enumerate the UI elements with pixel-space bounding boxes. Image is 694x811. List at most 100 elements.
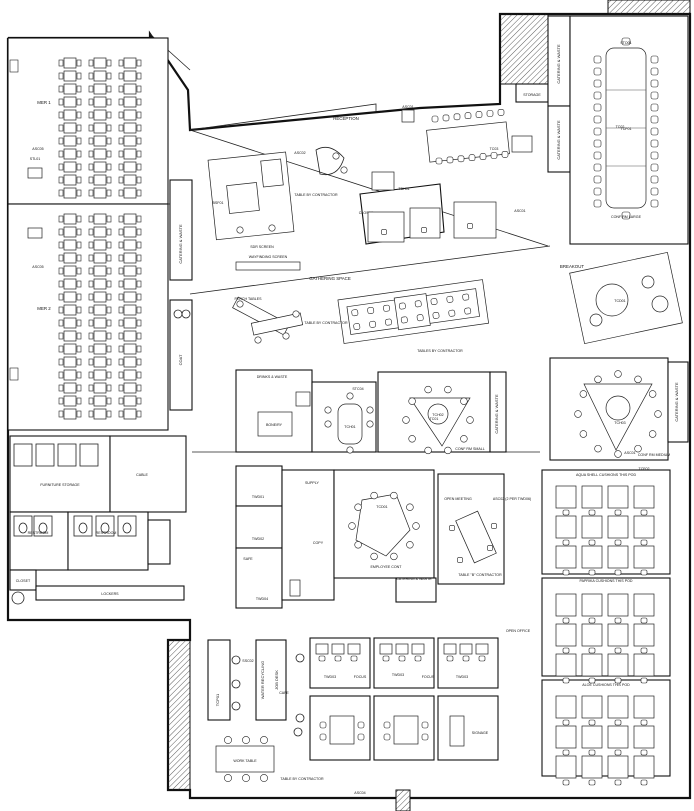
drinks-waste-label: DRINKS & WASTE bbox=[257, 375, 288, 379]
tch03-code: TCH03 bbox=[614, 421, 625, 425]
gathering-space: GATHERING SPACE TABLES BY CONTRACTOR PER… bbox=[232, 276, 489, 353]
open-meeting-label: OPEN MEETING bbox=[444, 497, 472, 501]
twd03-code-2: TWD03 bbox=[392, 673, 404, 677]
mer1-label: MER 1 bbox=[37, 100, 51, 105]
table-b-note: TABLE "B" CONTRACTOR bbox=[458, 573, 502, 577]
conf-small-label: CONF RM SMALL bbox=[455, 447, 485, 451]
restroom1-label: RESTROOM bbox=[28, 531, 49, 535]
twd04-code: TWD04 bbox=[256, 597, 268, 601]
signage-label: SIGNAGE bbox=[472, 731, 489, 735]
perch-table-note: TABLE BY CONTRACTOR bbox=[304, 321, 348, 325]
asc01-code-top: ASC01 bbox=[402, 105, 413, 109]
aloe-note: ALOE CUSHIONS THIS POD bbox=[582, 683, 630, 687]
conf-large-label: CONF RM LARGE bbox=[611, 215, 642, 219]
stc04-code: STC04 bbox=[352, 387, 363, 391]
twd02-code: TWD02 bbox=[252, 537, 264, 541]
tables-contractor-note: TABLES BY CONTRACTOR bbox=[417, 349, 463, 353]
left-corridor: CATERING & WASTE COAT bbox=[169, 179, 193, 411]
employee-label: EMPLOYEE CONT bbox=[371, 565, 403, 569]
open-meeting: OPEN MEETING TABLE "B" CONTRACTOR bbox=[437, 473, 505, 585]
mer1-desk bbox=[27, 167, 43, 179]
ssc02-code-1: SSC02 bbox=[242, 659, 253, 663]
lockers-label: LOCKERS bbox=[101, 592, 119, 596]
work-table-note: TABLE BY CONTRACTOR bbox=[280, 777, 324, 781]
column-hatch-top bbox=[499, 13, 549, 85]
catering-waste-right-label: CATERING & WASTE bbox=[674, 382, 679, 422]
job-desk-label: JOB DESK bbox=[274, 670, 279, 690]
asc01-code-2: ASC01 bbox=[514, 209, 525, 213]
sto01-code: STO01 bbox=[620, 41, 631, 45]
code-tags: STO01 STC04 ASC01 ASC01 TC01 TC02 TCF02 bbox=[352, 41, 649, 471]
lower-left-core: FURNITURE STORAGE CABLE RESTROOM RESTROO… bbox=[9, 435, 187, 605]
storage-label: STORAGE bbox=[523, 93, 541, 97]
asc02-code-reception: ASC02 bbox=[294, 151, 305, 155]
catering-waste-top-label: CATERING & WASTE bbox=[556, 44, 561, 84]
roof-hatch bbox=[607, 0, 691, 15]
closet-bottom-label: CLOSET bbox=[16, 579, 31, 583]
bonevery-area: DRINKS & WASTE BONE/RY bbox=[235, 369, 313, 453]
mer2-label: MER 2 bbox=[37, 306, 51, 311]
wayfinding-label: WAYFINDING SCREEN bbox=[249, 255, 288, 259]
focus-label-2: FOCUS bbox=[422, 675, 435, 679]
stl01-code: STL01 bbox=[30, 157, 41, 161]
support-rooms: TWD01 TWD02 SAFE TWD04 SUPPLY COPY bbox=[235, 465, 335, 609]
conf-room-medium: TCH03 CATERING & WASTE CONF RM MEDIUM bbox=[549, 357, 689, 461]
asc01-code-3: ASC01 bbox=[624, 451, 635, 455]
coat-label: COAT bbox=[178, 354, 183, 365]
tc01-code: TC01 bbox=[430, 417, 439, 421]
open-office-pods: OPEN OFFICE ASC02 (2 PER TWD06) AQUA SHE… bbox=[493, 469, 671, 786]
top-conf-table: TC03 ASC01 bbox=[401, 105, 533, 165]
open-office-label: OPEN OFFICE bbox=[506, 629, 531, 633]
tcf02-code: TCF02 bbox=[639, 467, 650, 471]
focus-label-1: FOCUS bbox=[354, 675, 367, 679]
water-recycling-label: WATER RECYCLING bbox=[260, 661, 265, 699]
asc05-code-1: ASC05 bbox=[32, 147, 43, 151]
sdr-screen-label: SDR SCREEN bbox=[250, 245, 274, 249]
asc-per-twd-note: ASC02 (2 PER TWD06) bbox=[493, 497, 531, 501]
tcs-code: TCD01 bbox=[614, 299, 625, 303]
catering-waste-low-label: CATERING & WASTE bbox=[396, 577, 432, 581]
cafe-label: CAFE bbox=[279, 691, 289, 695]
tcf01-code: TCF01 bbox=[621, 127, 632, 131]
breakout-area: BREAKOUT TCD01 bbox=[560, 251, 683, 345]
paprika-note: PAPRIKA CUSHIONS THIS POD bbox=[580, 579, 633, 583]
supply-label: SUPPLY bbox=[305, 481, 320, 485]
reception-area: WAYFINDING SCREEN SDR SCREEN BSF01 TABLE… bbox=[189, 103, 377, 271]
bonevery-label: BONE/RY bbox=[266, 423, 283, 427]
focus-cluster: TWD03 TWD03 TWD03 FOCUS FOCUS FOCUS FOCU… bbox=[309, 637, 499, 795]
conf-medium-label: CONF RM MEDIUM bbox=[638, 453, 670, 457]
tcd01-code: TCD01 bbox=[376, 505, 387, 509]
tcp01-code: TCP01 bbox=[215, 693, 220, 706]
catering-waste-top2-label: CATERING & WASTE bbox=[556, 120, 561, 160]
mer-rooms: MER 1 MER 2 STL01 ASC05 ASC05 bbox=[7, 37, 169, 431]
reception-label: RECEPTION bbox=[333, 116, 359, 121]
employee-room: TCD01 EMPLOYEE CONT CATERING & WASTE bbox=[333, 469, 437, 603]
copy-label: COPY bbox=[313, 541, 324, 545]
column-hatch-bottom bbox=[395, 789, 411, 811]
tch02-code: TCH02 bbox=[432, 413, 443, 417]
conf-small-left: TCH01 bbox=[311, 381, 377, 454]
tc02-code: TC02 bbox=[616, 125, 625, 129]
mer2-desk bbox=[27, 227, 43, 239]
catering-waste-mid-label: CATERING & WASTE bbox=[494, 394, 499, 434]
furniture-storage-label: FURNITURE STORAGE bbox=[40, 483, 80, 487]
column-hatch-left bbox=[167, 639, 191, 791]
twd03-code-3: TWD03 bbox=[456, 675, 468, 679]
tc03-code: TC03 bbox=[490, 147, 499, 151]
conf-room-large: TCF01 CONF RM LARGE bbox=[569, 15, 689, 245]
catering-waste-left-label: CATERING & WASTE bbox=[178, 224, 183, 264]
closet-top-label: CLOSET bbox=[359, 211, 374, 215]
safe-label: SAFE bbox=[243, 557, 253, 561]
closet-top-cluster: CLOSET TBH01 bbox=[359, 171, 497, 245]
cable-label: CABLE bbox=[136, 473, 148, 477]
asc04-code: ASC04 bbox=[354, 791, 365, 795]
gathering-label: GATHERING SPACE bbox=[309, 276, 351, 281]
breakout-label: BREAKOUT bbox=[560, 264, 584, 269]
cafe-area: TCP01 SSC02 WATER RECYCLING JOB DESK CAF… bbox=[207, 639, 324, 782]
asc05-code-2: ASC05 bbox=[32, 265, 43, 269]
reception-table-note: TABLE BY CONTRACTOR bbox=[294, 193, 338, 197]
tbh01-code: TBH01 bbox=[398, 187, 409, 191]
conf-room-small: TCH02 CONF RM SMALL CATERING & WASTE bbox=[377, 371, 507, 455]
aqua-note: AQUA SHELL CUSHIONS THIS POD bbox=[576, 473, 637, 477]
